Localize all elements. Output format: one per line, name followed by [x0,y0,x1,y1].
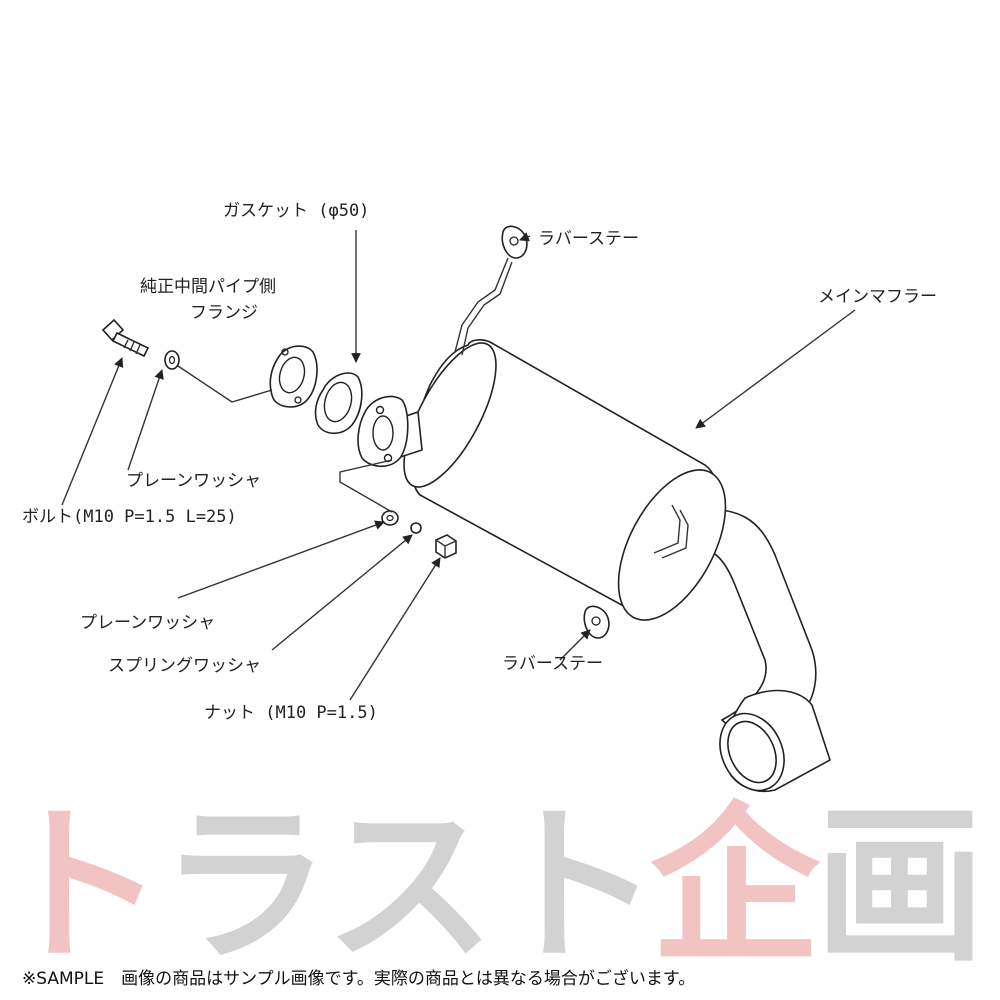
watermark: ト ラ ス ト 企 画 [0,788,985,986]
label-spring-washer: スプリングワッシャ [108,656,261,676]
label-bolt: ボルト(M10 P=1.5 L=25) [22,507,237,527]
spring-washer-icon [410,522,422,534]
washer-icon [164,350,180,370]
label-rubber-stay-bottom: ラバーステー [502,654,603,674]
label-main-muffler: メインマフラー [818,287,937,307]
watermark-char-2: ラ [160,788,330,986]
label-nut: ナット (M10 P=1.5) [204,703,378,723]
washer-icon [381,510,399,526]
gasket-icon [314,372,363,435]
watermark-char-4: ト [490,788,660,986]
muffler-icon [357,257,831,792]
nut-icon [435,534,457,559]
watermark-char-1: ト [0,788,165,986]
watermark-char-6: 画 [815,788,985,986]
flange-icon [269,345,318,408]
label-plain-washer-2: プレーンワッシャ [80,613,215,633]
label-flange-line2: フランジ [190,303,258,323]
sample-disclaimer: ※SAMPLE 画像の商品はサンプル画像です。実際の商品とは異なる場合がございま… [22,968,695,989]
label-plain-washer-1: プレーンワッシャ [126,471,261,491]
label-flange-line1: 純正中間パイプ側 [140,277,276,297]
watermark-char-3: ス [325,788,495,986]
bolt-icon [101,318,150,358]
label-gasket: ガスケット (φ50) [223,201,369,221]
watermark-char-5: 企 [650,788,821,986]
label-rubber-stay-top: ラバーステー [538,229,639,249]
